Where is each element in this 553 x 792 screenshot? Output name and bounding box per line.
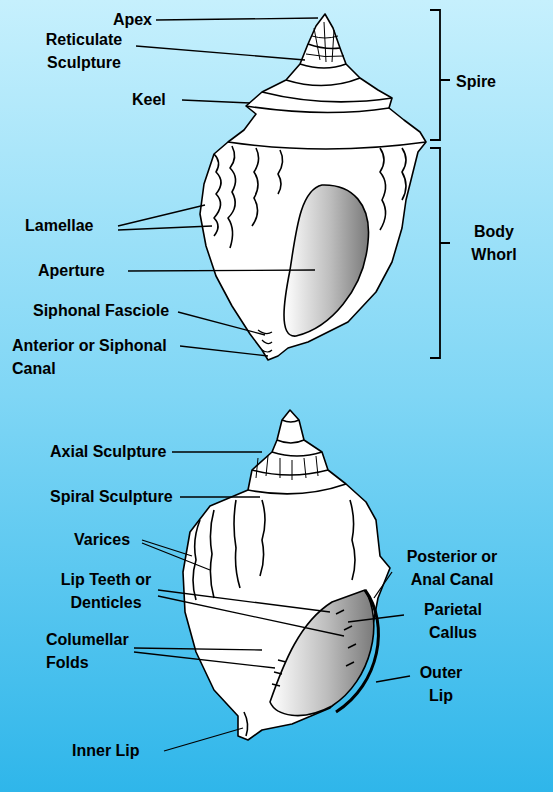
part-label: Apex [72, 8, 152, 31]
part-label: Lamellae [25, 214, 125, 237]
part-label: Posterior or Anal Canal [390, 545, 514, 591]
bottom-shell [183, 410, 390, 740]
part-label: Reticulate Sculpture [28, 28, 140, 74]
part-label: Outer Lip [408, 661, 474, 707]
part-label: Spire [456, 70, 536, 93]
part-label: Columellar Folds [46, 628, 156, 674]
leader-line [118, 18, 410, 751]
part-label: Anterior or Siphonal Canal [12, 334, 197, 380]
part-label: Lip Teeth or Denticles [44, 568, 168, 614]
top-shell [200, 14, 426, 360]
part-label: Keel [132, 88, 180, 111]
bracket [430, 10, 450, 358]
part-label: Axial Sculpture [50, 440, 220, 463]
part-label: Varices [74, 528, 164, 551]
part-label: Aperture [38, 259, 138, 282]
part-label: Siphonal Fasciole [33, 299, 213, 322]
part-label: Parietal Callus [406, 598, 500, 644]
part-label: Inner Lip [72, 739, 172, 762]
part-label: Body Whorl [452, 220, 536, 266]
part-label: Spiral Sculpture [50, 485, 220, 508]
